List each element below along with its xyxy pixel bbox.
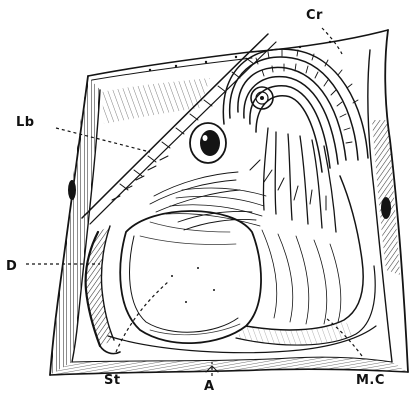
leader-lb: [56, 128, 150, 152]
label-a: A: [204, 379, 215, 394]
label-st: St: [104, 373, 121, 388]
cirri: [166, 49, 368, 232]
label-mc: M.C: [356, 373, 385, 388]
mantle-cavity: [108, 176, 376, 353]
peduncle-rod: [82, 34, 276, 224]
label-lb: Lb: [16, 115, 35, 130]
stomach: [120, 211, 261, 343]
gut-duct: [86, 226, 120, 354]
label-cr: Cr: [306, 8, 323, 23]
leader-st: [116, 282, 168, 352]
label-d: D: [6, 259, 17, 274]
